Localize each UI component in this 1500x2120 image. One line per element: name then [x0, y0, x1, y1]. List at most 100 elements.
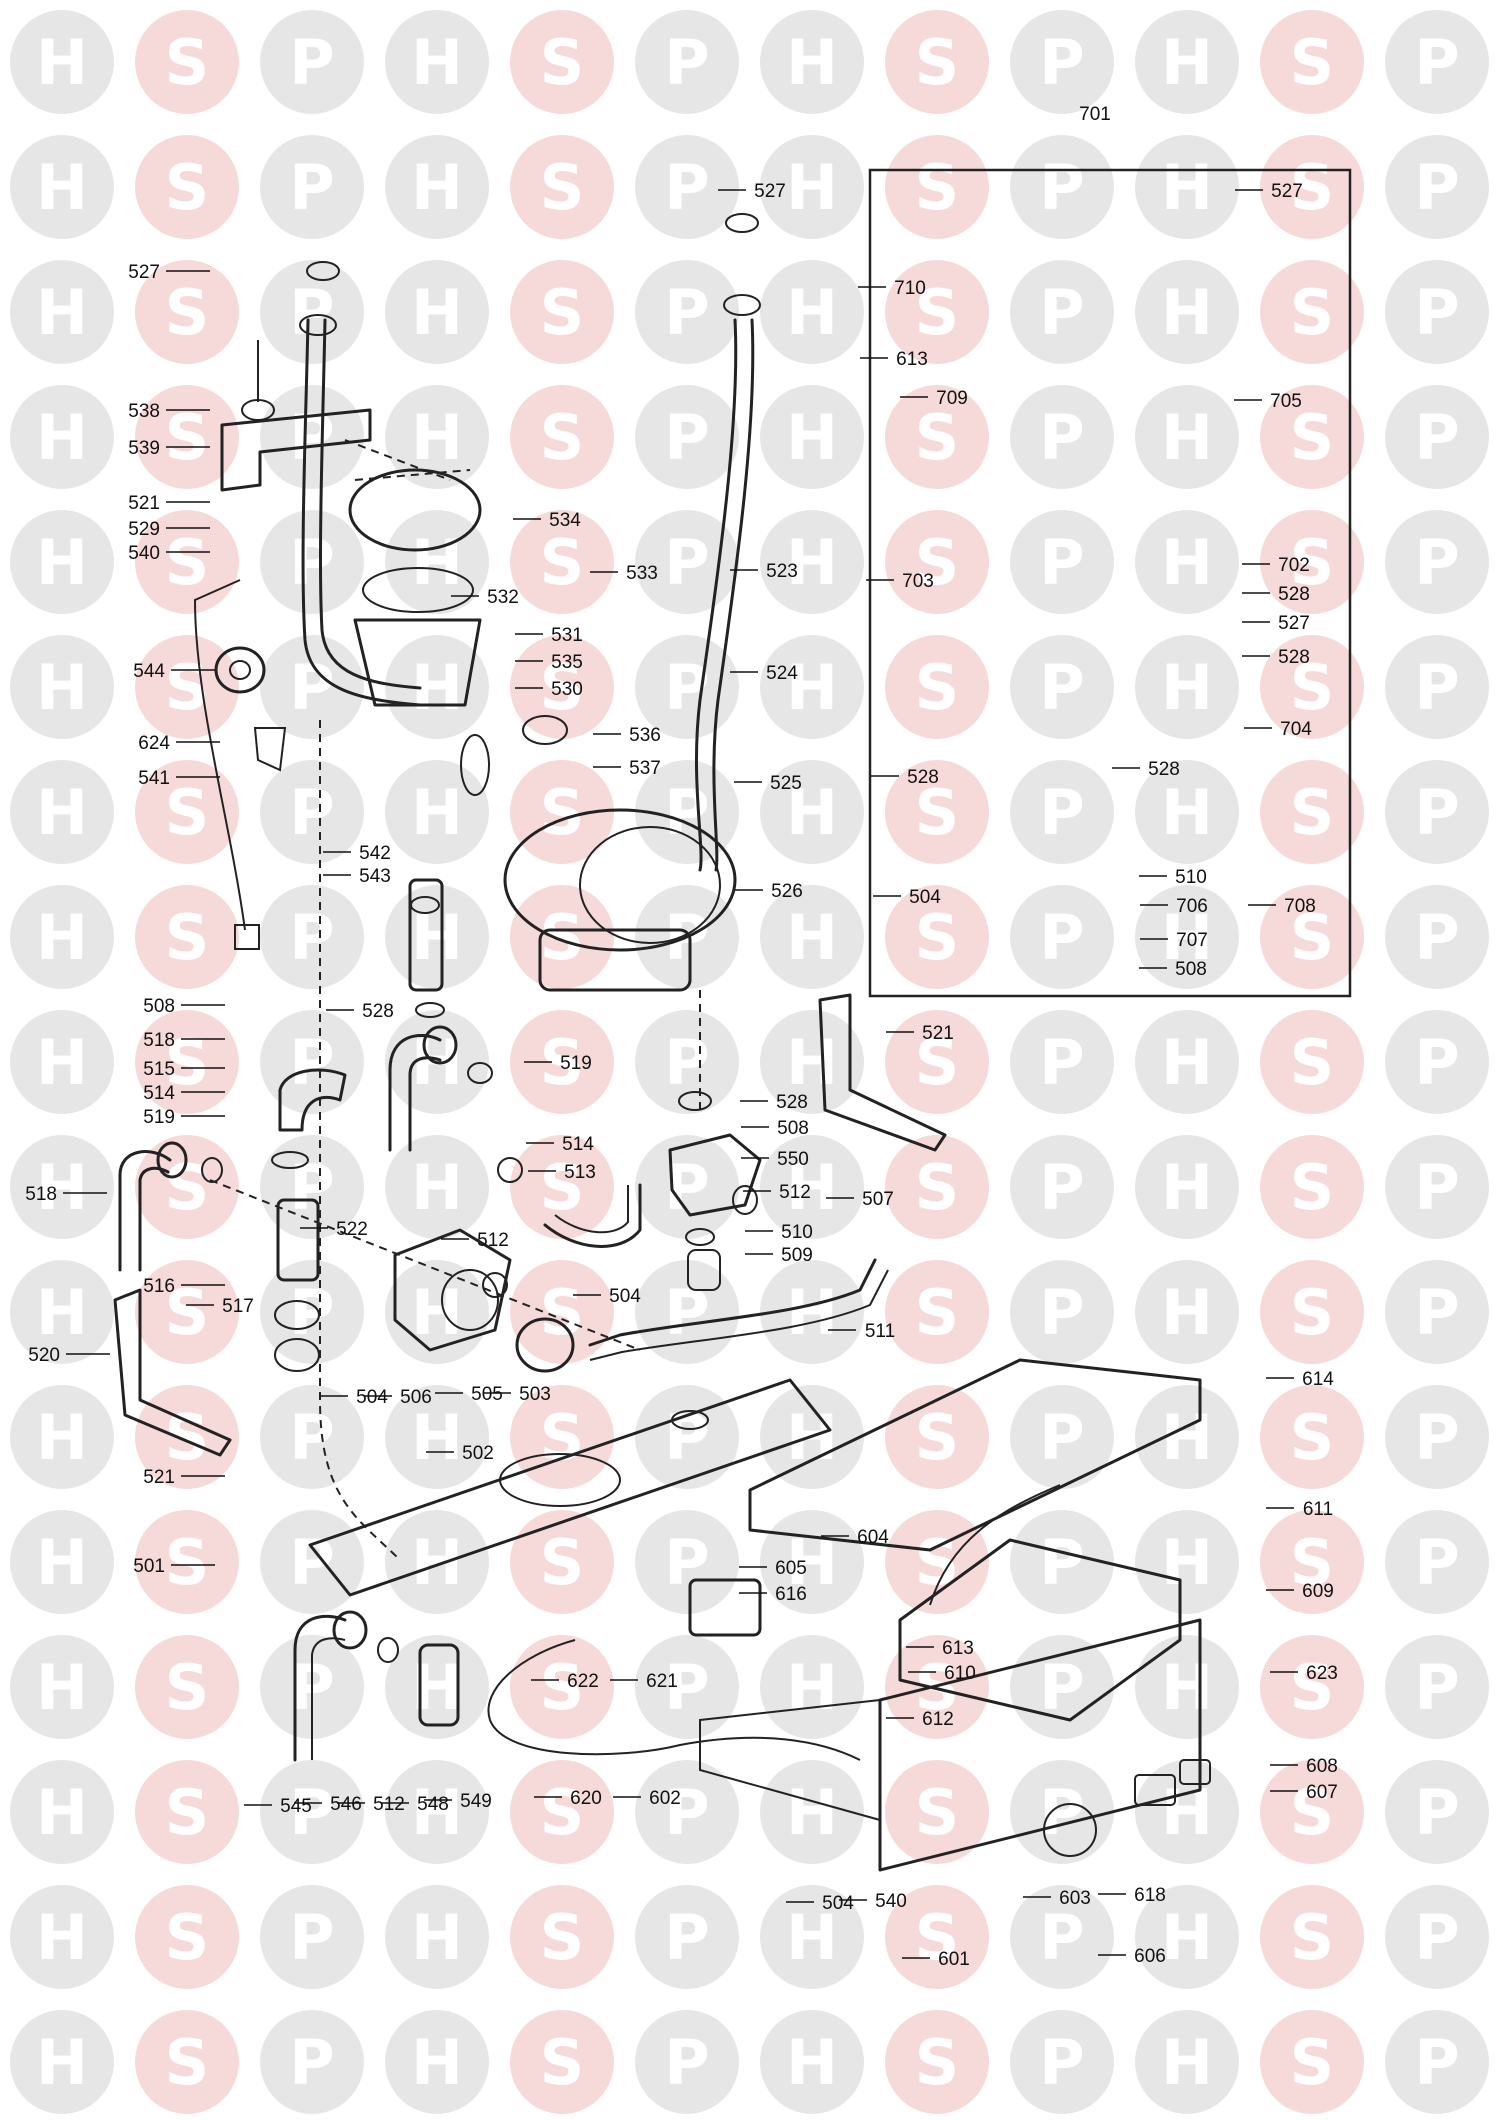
callout-530: 530: [515, 679, 583, 700]
pump-motor-face: [579, 826, 721, 944]
callout-528: 528: [1242, 584, 1310, 605]
callout-number: 613: [896, 349, 928, 370]
callout-number: 504: [356, 1387, 388, 1408]
watermark-circle: [1135, 1260, 1239, 1364]
watermark-s-badge: S: [885, 1135, 989, 1239]
callout-number: 508: [143, 996, 175, 1017]
watermark-letter: H: [1161, 651, 1213, 724]
watermark-circle: [1135, 2010, 1239, 2114]
watermark-circle: [10, 1510, 114, 1614]
watermark-letter: H: [36, 1401, 88, 1474]
watermark-letter: P: [289, 401, 334, 474]
bracket-521-right: [818, 993, 947, 1152]
watermark-s-badge: S: [885, 1260, 989, 1364]
watermark-circle: [885, 385, 989, 489]
watermark-s-badge: S: [1260, 510, 1364, 614]
watermark-circle: [260, 1885, 364, 1989]
callout-number: 618: [1134, 1885, 1166, 1906]
watermark-letter: S: [540, 276, 585, 349]
watermark-h-badge: H: [385, 135, 489, 239]
watermark-h-badge: H: [385, 10, 489, 114]
watermark-h-badge: H: [385, 1635, 489, 1739]
watermark-circle: [1010, 510, 1114, 614]
callout-number: 543: [359, 866, 391, 887]
callout-609: 609: [1266, 1581, 1334, 1602]
callout-612: 612: [886, 1709, 954, 1730]
watermark-letter: S: [915, 2026, 960, 2099]
base-tray: [699, 1698, 881, 1822]
watermark-p-badge: P: [1385, 1385, 1489, 1489]
callout-512: 512: [337, 1794, 405, 1815]
watermark-s-badge: S: [135, 1885, 239, 1989]
watermark-circle: [1260, 1385, 1364, 1489]
watermark-h-badge: H: [10, 260, 114, 364]
watermark-letter: P: [1414, 151, 1459, 224]
watermark-letter: S: [540, 401, 585, 474]
watermark-s-badge: S: [510, 1135, 614, 1239]
watermark-letter: P: [1039, 1276, 1084, 1349]
watermark-letter: S: [165, 776, 210, 849]
watermark-letter: S: [915, 1401, 960, 1474]
watermark-s-badge: S: [885, 885, 989, 989]
watermark-h-badge: H: [10, 510, 114, 614]
callout-538: 538: [128, 401, 210, 422]
watermark-p-badge: P: [635, 2010, 739, 2114]
watermark-letter: S: [540, 26, 585, 99]
elbow-545-inner: [311, 1637, 346, 1760]
watermark-s-badge: S: [510, 260, 614, 364]
watermark-letter: S: [915, 901, 960, 974]
watermark-letter: P: [664, 276, 709, 349]
callout-703: 703: [866, 571, 934, 592]
callout-number: 511: [865, 1321, 895, 1342]
watermark-letter: H: [411, 526, 463, 599]
watermark-p-badge: P: [1385, 135, 1489, 239]
assembly-line-mid: [209, 1179, 641, 1351]
watermark-letter: P: [664, 1526, 709, 1599]
watermark-letter: P: [1039, 401, 1084, 474]
callout-number: 508: [777, 1118, 809, 1139]
watermark-letter: H: [786, 2026, 838, 2099]
watermark-p-badge: P: [260, 510, 364, 614]
callout-549: 549: [424, 1791, 492, 1812]
watermark-circle: [760, 135, 864, 239]
watermark-s-badge: S: [885, 385, 989, 489]
watermark-letter: S: [165, 1276, 210, 1349]
watermark-p-badge: P: [635, 385, 739, 489]
watermark-circle: [1135, 1885, 1239, 1989]
watermark-letter: H: [786, 1901, 838, 1974]
watermark-circle: [1260, 885, 1364, 989]
fitting-509: [687, 1249, 721, 1291]
watermark-s-badge: S: [510, 10, 614, 114]
watermark-letter: S: [165, 1401, 210, 1474]
watermark-letter: H: [1161, 776, 1213, 849]
watermark-circle: [635, 2010, 739, 2114]
watermark-circle: [135, 1260, 239, 1364]
pump-base-526: [538, 928, 692, 992]
watermark-p-badge: P: [1010, 510, 1114, 614]
watermark-circle: [885, 885, 989, 989]
callout-503: 503: [483, 1384, 551, 1405]
watermark-letter: S: [915, 776, 960, 849]
watermark-circle: [760, 1635, 864, 1739]
watermark-letter: H: [36, 1651, 88, 1724]
watermark-h-badge: H: [760, 2010, 864, 2114]
callout-535: 535: [515, 652, 583, 673]
watermark-s-badge: S: [135, 1135, 239, 1239]
watermark-letter: H: [36, 776, 88, 849]
watermark-letter: H: [1161, 2026, 1213, 2099]
callout-616: 616: [739, 1584, 807, 1605]
watermark-letter: P: [1039, 26, 1084, 99]
watermark-letter: H: [1161, 401, 1213, 474]
callout-number: 623: [1306, 1663, 1338, 1684]
cap-516: [274, 1300, 320, 1330]
watermark-letter: S: [1290, 776, 1335, 849]
watermark-circle: [135, 1010, 239, 1114]
watermark-letter: S: [540, 1151, 585, 1224]
pipe-523-inner: [712, 318, 755, 872]
watermark-circle: [885, 10, 989, 114]
callout-601: 601: [902, 1949, 970, 1970]
callout-number: 527: [128, 262, 160, 283]
watermark-circle: [385, 1885, 489, 1989]
watermark-letter: H: [786, 776, 838, 849]
watermark-h-badge: H: [385, 1510, 489, 1614]
